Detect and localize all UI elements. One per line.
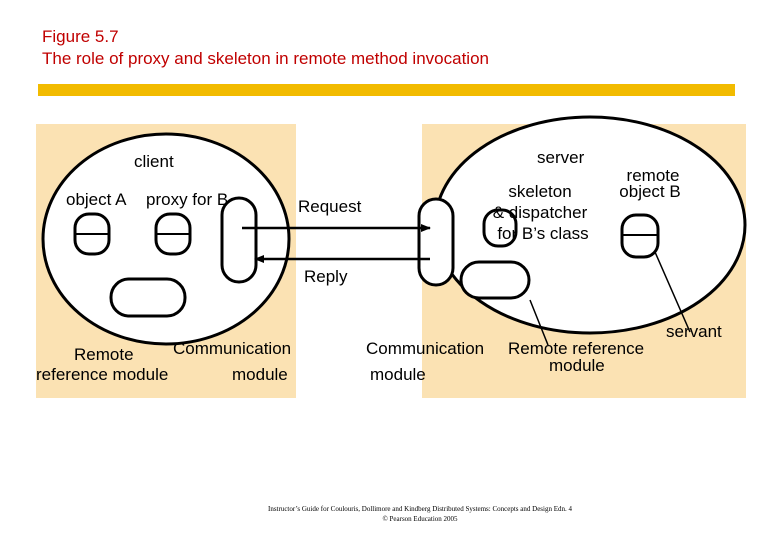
object-a-label: object A bbox=[66, 190, 127, 209]
client-communication-label-line2: module bbox=[232, 365, 288, 384]
skeleton-label-line2: & dispatcher bbox=[492, 203, 588, 222]
skeleton-label-line1: skeleton bbox=[508, 182, 572, 201]
server-communication-label-line1: Communication bbox=[366, 339, 485, 358]
server-remote-reference-label-line2: module bbox=[549, 356, 605, 375]
client-communication-module bbox=[220, 196, 258, 284]
object-a-shape bbox=[73, 212, 111, 256]
remote-object-label-line1: remote bbox=[626, 166, 680, 185]
client-label: client bbox=[134, 152, 174, 171]
servant-label: servant bbox=[666, 322, 722, 341]
title-rule bbox=[38, 84, 735, 96]
reply-label: Reply bbox=[304, 267, 348, 286]
client-remote-reference-module bbox=[109, 277, 187, 318]
skeleton-shape bbox=[482, 208, 518, 248]
remote-object-label-line2: object B bbox=[619, 182, 681, 201]
client-remote-reference-label-line1: Remote bbox=[74, 345, 134, 364]
footer-credit: Instructor’s Guide for Coulouris, Dollim… bbox=[267, 505, 572, 513]
skeleton-label-line3: for B’s class bbox=[497, 224, 589, 243]
server-remote-reference-module bbox=[459, 260, 531, 300]
figure-title: Figure 5.7 The role of proxy and skeleto… bbox=[42, 26, 489, 70]
server-remote-reference-label-line1: Remote reference bbox=[508, 339, 645, 358]
remote-object-b-shape bbox=[620, 213, 660, 259]
proxy-shape bbox=[154, 212, 192, 256]
server-label: server bbox=[537, 148, 585, 167]
server-communication-module bbox=[417, 197, 455, 287]
server-communication-label-line2: module bbox=[370, 365, 426, 384]
server-remote-reference-pointer bbox=[529, 299, 549, 346]
servant-pointer bbox=[654, 251, 691, 333]
footer-copyright: © Pearson Education 2005 bbox=[382, 515, 458, 523]
figure-number: Figure 5.7 bbox=[42, 27, 119, 46]
client-remote-reference-label-line2: reference module bbox=[36, 365, 169, 384]
footer: Instructor’s Guide for Coulouris, Dollim… bbox=[230, 504, 610, 524]
figure-caption: The role of proxy and skeleton in remote… bbox=[42, 49, 489, 68]
client-communication-label-line1: Communication bbox=[173, 339, 292, 358]
request-label: Request bbox=[298, 197, 362, 216]
proxy-label: proxy for B bbox=[146, 190, 229, 209]
server-process bbox=[433, 115, 747, 335]
